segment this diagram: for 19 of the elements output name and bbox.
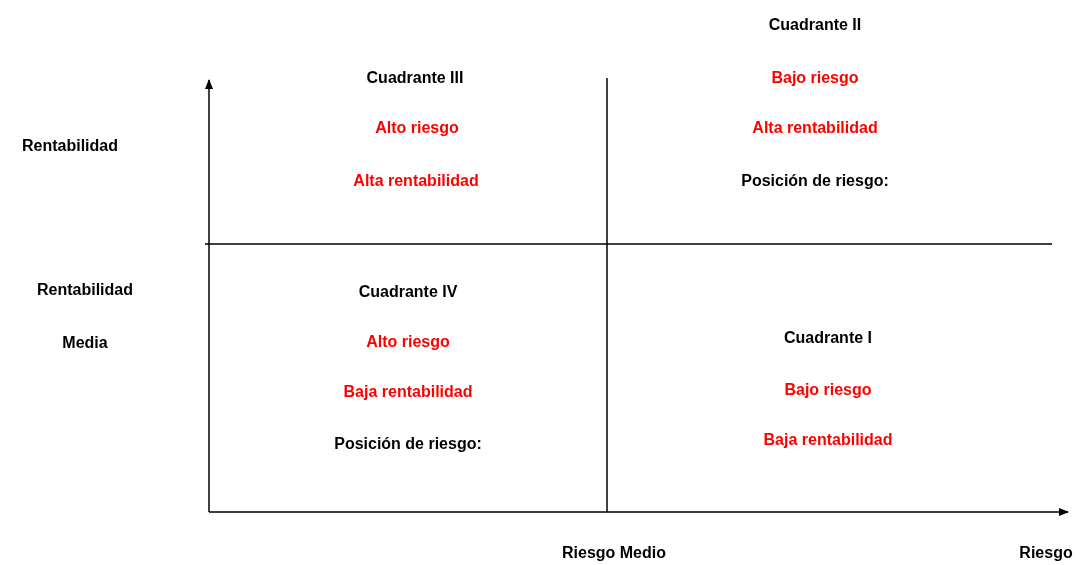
quadrant-title: Cuadrante IV — [358, 283, 458, 301]
quadrant-text: Bajo riesgo — [771, 69, 859, 87]
quadrant-text: Baja rentabilidad — [763, 431, 893, 449]
axis-label: Rentabilidad — [37, 281, 133, 299]
quadrant-title: Cuadrante II — [768, 16, 862, 34]
quadrant-text: Baja rentabilidad — [343, 383, 473, 401]
axis-label: Riesgo — [1019, 544, 1073, 562]
quadrant-text: Alta rentabilidad — [353, 172, 479, 190]
axis-label: Media — [62, 334, 108, 352]
quadrant-text: Alto riesgo — [375, 119, 459, 137]
quadrant-text: Bajo riesgo — [784, 381, 872, 399]
quadrant-text: Posición de riesgo: — [741, 172, 889, 190]
axis-label: Riesgo Medio — [562, 544, 666, 562]
quadrant-text: Alto riesgo — [366, 333, 450, 351]
axis-label: Rentabilidad — [22, 137, 118, 155]
quadrant-title: Cuadrante I — [784, 329, 872, 347]
quadrant-title: Cuadrante III — [366, 69, 464, 87]
quadrant-text: Posición de riesgo: — [334, 435, 482, 453]
quadrant-text: Alta rentabilidad — [752, 119, 878, 137]
